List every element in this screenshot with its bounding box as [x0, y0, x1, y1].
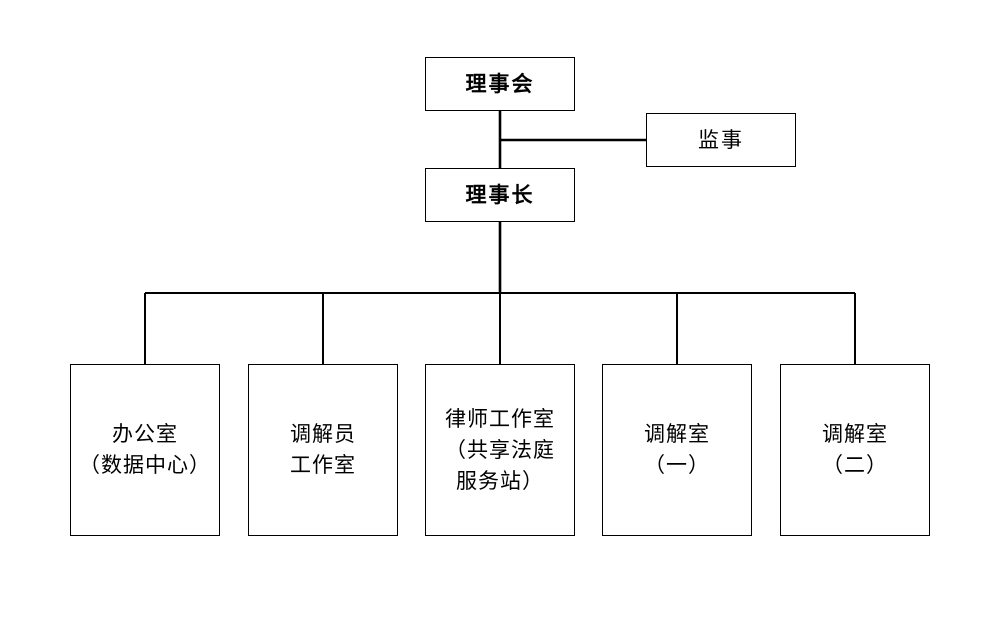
node-mediation-room-1-label-line-1: 调解室: [644, 422, 710, 446]
node-supervisor-label: 监事: [698, 128, 744, 152]
node-office-label-line-1: 办公室: [112, 422, 178, 446]
node-chair-label: 理事长: [465, 183, 535, 207]
node-chair: 理事长: [425, 168, 575, 222]
node-mediator-studio: 调解员 工作室: [248, 364, 398, 536]
node-lawyer-studio-label-line-2: （共享法庭: [445, 437, 555, 462]
node-supervisor: 监事: [646, 113, 796, 167]
node-council-label: 理事会: [465, 72, 535, 96]
node-mediator-studio-label-line-1: 调解员: [290, 422, 356, 446]
node-mediation-room-2: 调解室 （二）: [780, 364, 930, 536]
node-mediation-room-2-label-line-2: （二）: [822, 453, 888, 477]
node-office-label-line-2: （数据中心）: [79, 453, 211, 477]
node-lawyer-studio-label-line-1: 律师工作室: [445, 406, 555, 431]
node-council: 理事会: [425, 57, 575, 111]
node-lawyer-studio: 律师工作室 （共享法庭 服务站）: [425, 364, 575, 536]
node-mediator-studio-label-line-2: 工作室: [290, 453, 356, 477]
node-office: 办公室 （数据中心）: [70, 364, 220, 536]
node-mediation-room-1: 调解室 （一）: [602, 364, 752, 536]
node-mediation-room-2-label-line-1: 调解室: [822, 422, 888, 446]
node-mediation-room-1-label-line-2: （一）: [644, 453, 710, 477]
node-lawyer-studio-label-line-3: 服务站）: [456, 468, 544, 493]
